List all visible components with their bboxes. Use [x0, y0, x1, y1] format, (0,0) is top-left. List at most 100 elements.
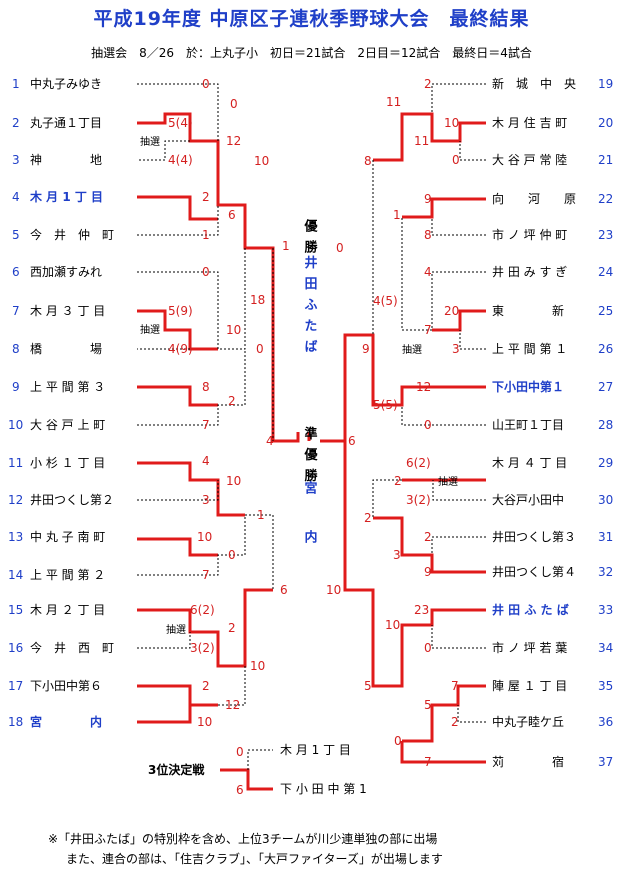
- score: 12: [416, 380, 431, 394]
- score: 2: [451, 715, 459, 729]
- score: 20: [444, 304, 459, 318]
- score: 12: [225, 698, 240, 712]
- lottery-note: 抽選: [402, 343, 422, 356]
- score: 6(2): [406, 456, 431, 470]
- score: 10: [444, 116, 459, 130]
- score: 10: [197, 715, 212, 729]
- team-number: 12: [8, 493, 23, 507]
- team-name: 神 地: [30, 153, 102, 167]
- score: 0: [228, 548, 236, 562]
- score: 4(9): [168, 342, 193, 356]
- third-place: 3位決定戦 0 6 木 月 1 丁 目 下 小 田 中 第 1: [148, 743, 367, 797]
- score: 4(5): [373, 294, 398, 308]
- score: 4(4): [168, 153, 193, 167]
- team-name: 井田つくし第２: [30, 493, 114, 507]
- score: 2: [202, 679, 210, 693]
- score: 3: [393, 548, 401, 562]
- score: 4: [424, 265, 432, 279]
- score: 3: [202, 493, 210, 507]
- team-name: 上 平 間 第 １: [492, 342, 567, 356]
- lottery-note: 抽選: [140, 323, 160, 336]
- right-scores: 2 10 0 11 11 9 8 1 8 4 20 3 4(5) 7 12 0 …: [326, 77, 460, 769]
- score: 6: [348, 434, 356, 448]
- score: 0: [424, 641, 432, 655]
- team-number: 20: [598, 116, 613, 130]
- team-name: 中丸子睦ケ丘: [492, 714, 564, 729]
- team-name: 下小田中第１: [492, 379, 564, 394]
- team-number: 23: [598, 228, 613, 242]
- team-number: 7: [12, 304, 20, 318]
- left-team-list: 1 中丸子みゆき 2 丸子通１丁目 3 神 地 4 木 月 1 丁 目 5 今 …: [8, 76, 114, 729]
- team-number: 6: [12, 265, 20, 279]
- team-number: 36: [598, 715, 613, 729]
- team-number: 24: [598, 265, 613, 279]
- right-team-list: 新 城 中 央 19 木 月 住 吉 町 20 大 谷 戸 常 陸 21 向 河…: [492, 76, 613, 769]
- score: 6: [236, 783, 244, 797]
- team-number: 21: [598, 153, 613, 167]
- score: 2: [424, 77, 432, 91]
- team-number: 32: [598, 565, 613, 579]
- score: 3(2): [190, 641, 215, 655]
- team-number: 27: [598, 380, 613, 394]
- team-name: 井 田 み す ぎ: [492, 265, 567, 279]
- score: 10: [250, 659, 265, 673]
- team-name: 丸子通１丁目: [30, 116, 102, 130]
- team-name: 新 城 中 央: [492, 76, 576, 91]
- team-number: 34: [598, 641, 613, 655]
- score: 1: [202, 228, 210, 242]
- score: 1: [257, 508, 265, 522]
- left-scores: 0 5(4) 4(4) 0 12 2 1 6 10 0 5(9) 4(9) 10…: [168, 77, 290, 729]
- score: 5(9): [168, 304, 193, 318]
- score: 10: [385, 618, 400, 632]
- team-name: 今 井 西 町: [30, 640, 114, 655]
- team-name: 木 月 1 丁 目: [29, 189, 103, 204]
- team-name: 宮 内: [30, 714, 102, 729]
- score: 10: [326, 583, 341, 597]
- footnote-2: また、連合の部は、「住吉クラブ」、「大戸ファイターズ」が出場します: [66, 852, 443, 866]
- team-name: 井田つくし第３: [492, 530, 576, 544]
- score: 3(2): [406, 493, 431, 507]
- score: 3: [452, 342, 460, 356]
- team-number: 31: [598, 530, 613, 544]
- score: 11: [386, 95, 401, 109]
- team-name: 中 丸 子 南 町: [30, 529, 105, 544]
- score: 0: [256, 342, 264, 356]
- page-subtitle: 抽選会 8／26 於：上丸子小 初日＝21試合 2日目＝12試合 最終日＝4試合: [91, 46, 532, 60]
- score: 10: [254, 154, 269, 168]
- team-name: 向 河 原: [492, 191, 576, 206]
- score: 6(2): [190, 603, 215, 617]
- lottery-note: 抽選: [140, 135, 160, 148]
- score: 12: [226, 134, 241, 148]
- score: 9: [424, 192, 432, 206]
- team-number: 30: [598, 493, 613, 507]
- team-name: 大谷戸小田中: [492, 492, 564, 507]
- team-number: 13: [8, 530, 23, 544]
- team-name: 下小田中第６: [30, 678, 102, 693]
- score: 7: [451, 679, 459, 693]
- score: 10: [226, 474, 241, 488]
- team-name: 井田つくし第４: [492, 565, 576, 579]
- score: 5: [364, 679, 372, 693]
- loser-lines: [137, 83, 486, 770]
- score: 9: [424, 565, 432, 579]
- team-name: 上 平 間 第 ２: [30, 568, 105, 582]
- team-name: 陣 屋 １ 丁 目: [492, 679, 567, 693]
- team-name: 下 小 田 中 第 1: [280, 781, 367, 796]
- score: 2: [202, 190, 210, 204]
- team-number: 35: [598, 679, 613, 693]
- score: 4: [266, 434, 274, 448]
- team-name: 苅 宿: [492, 754, 564, 769]
- team-name: 大 谷 戸 上 町: [30, 418, 105, 432]
- team-number: 2: [12, 116, 20, 130]
- score: 9: [362, 342, 370, 356]
- score: 2: [424, 530, 432, 544]
- lottery-labels: 抽選 抽選 抽選 抽選 抽選: [140, 135, 458, 636]
- lottery-note: 抽選: [166, 623, 186, 636]
- score: 1: [393, 208, 401, 222]
- team-name: 木 月 1 丁 目: [280, 743, 351, 757]
- team-name: 大 谷 戸 常 陸: [492, 153, 567, 167]
- score: 1: [282, 239, 290, 253]
- team-name: 市 ノ 坪 若 葉: [492, 640, 567, 655]
- score: 8: [424, 228, 432, 242]
- score: 2: [228, 621, 236, 635]
